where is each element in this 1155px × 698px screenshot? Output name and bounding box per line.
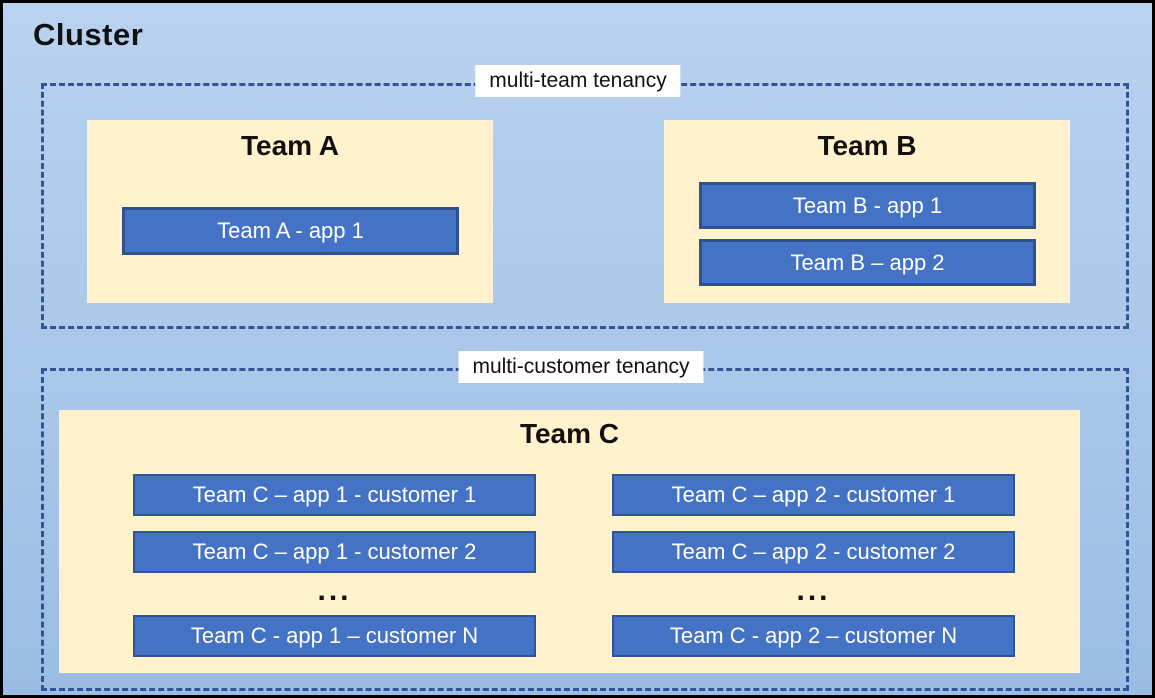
team-b-title: Team B: [817, 130, 917, 161]
team-c-app1-customer1-box: Team C – app 1 - customer 1: [133, 474, 536, 516]
team-c-app2-ellipsis: ...: [796, 574, 831, 607]
team-c-app1-customer2-box: Team C – app 1 - customer 2: [133, 531, 536, 573]
team-c-app2-customer2-box: Team C – app 2 - customer 2: [612, 531, 1015, 573]
team-c-app1-customerN-box: Team C - app 1 – customer N: [133, 615, 536, 657]
team-c-panel: Team C Team C – app 1 - customer 1 Team …: [59, 410, 1080, 673]
team-a-panel: Team A Team A - app 1: [87, 120, 493, 303]
team-a-title: Team A: [240, 130, 340, 161]
cluster-title: Cluster: [33, 17, 144, 52]
multi-customer-tenancy-label: multi-customer tenancy: [458, 351, 704, 383]
team-c-app2-customer1-box: Team C – app 2 - customer 1: [612, 474, 1015, 516]
team-c-app1-ellipsis: ...: [317, 574, 352, 607]
team-c-title: Team C: [519, 418, 620, 449]
team-b-app-2-box: Team B – app 2: [699, 239, 1036, 286]
team-c-app2-customerN-box: Team C - app 2 – customer N: [612, 615, 1015, 657]
team-b-app-1-box: Team B - app 1: [699, 182, 1036, 229]
team-a-app-1-box: Team A - app 1: [122, 207, 459, 255]
multi-team-tenancy-label: multi-team tenancy: [475, 65, 681, 97]
team-b-panel: Team B Team B - app 1 Team B – app 2: [664, 120, 1070, 303]
